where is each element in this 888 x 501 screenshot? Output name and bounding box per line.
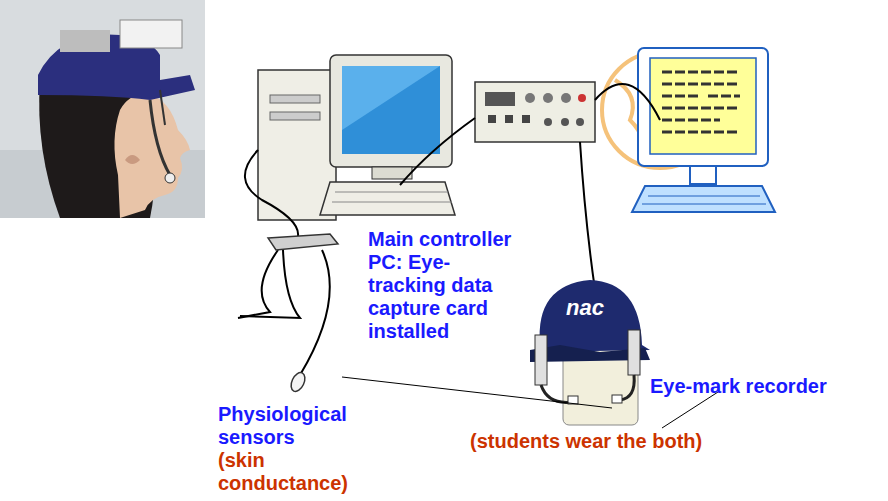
eye-mark-recorder bbox=[530, 280, 650, 425]
component-label: Main controller PC: Eye-tracking data ca… bbox=[368, 228, 518, 343]
note-text: (students wear the both) bbox=[470, 430, 702, 453]
student-photo bbox=[0, 0, 205, 218]
component-label: Physiological sensors bbox=[218, 403, 368, 449]
component-label: Eye-mark recorder bbox=[650, 375, 827, 398]
physiological-sensor bbox=[268, 234, 338, 394]
control-unit bbox=[475, 82, 595, 142]
cables bbox=[238, 84, 660, 375]
note-text: (skin conductance) bbox=[218, 449, 348, 495]
display-monitor bbox=[602, 48, 775, 212]
logo-text: nac bbox=[566, 296, 604, 320]
controller-pc bbox=[258, 55, 455, 220]
